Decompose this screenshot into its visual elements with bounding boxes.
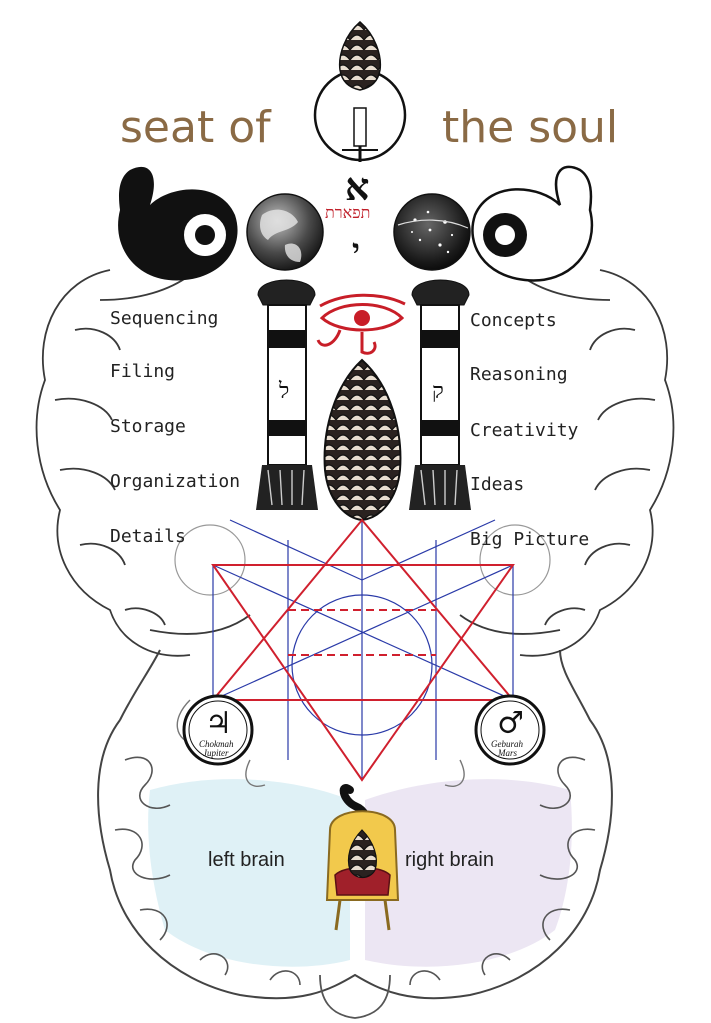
left-function-sequencing: Sequencing	[110, 308, 218, 329]
right-pillar: ק	[409, 279, 471, 510]
right-function-reasoning: Reasoning	[470, 364, 568, 385]
pinecone-icon	[323, 358, 402, 522]
brain-section	[97, 649, 613, 1019]
left-brain-label: left brain	[208, 849, 285, 871]
left-pillar: ל	[256, 279, 318, 510]
right-function-big-picture: Big Picture	[470, 529, 589, 550]
pinecone-icon	[338, 21, 382, 91]
brain-outline	[97, 649, 613, 1000]
left-hemisphere-shading	[148, 779, 350, 967]
jupiter-medallion-line2: Jupiter	[203, 748, 229, 758]
pillar-icon: ל ק	[256, 279, 471, 510]
eye-of-horus-icon	[316, 293, 406, 355]
star-globe-icon	[393, 193, 471, 271]
jupiter-medallion-line1: Chokmah	[199, 739, 234, 749]
mars-medallion-line2: Mars	[497, 748, 517, 758]
right-hemisphere-shading	[365, 779, 572, 967]
jupiter-icon: ♃	[205, 706, 232, 741]
left-function-details: Details	[110, 526, 186, 547]
hebrew-large-letter: א	[345, 164, 369, 209]
right-pillar-letter: ק	[432, 379, 444, 404]
right-function-creativity: Creativity	[470, 420, 579, 441]
right-brain-label: right brain	[405, 849, 494, 871]
metatron-star	[174, 518, 551, 782]
title-right: the soul	[442, 102, 618, 153]
wand-icon	[342, 107, 378, 162]
mars-medallion: ♂ Geburah Mars	[474, 694, 546, 766]
yin-yang-left-icon	[118, 166, 238, 281]
mars-medallion-line1: Geburah	[491, 739, 523, 749]
left-pillar-letter: ל	[278, 379, 289, 404]
mars-icon: ♂	[497, 706, 524, 741]
throne-icon	[325, 784, 400, 931]
left-function-storage: Storage	[110, 416, 186, 437]
brain-gyri-right	[409, 756, 596, 986]
crown-emblem: א תפארת י	[313, 21, 407, 268]
left-function-list: Sequencing Filing Storage Organization D…	[110, 308, 240, 547]
earth-globe-icon	[246, 193, 324, 271]
title-left: seat of	[120, 102, 272, 153]
right-function-ideas: Ideas	[470, 474, 524, 495]
right-function-list: Concepts Reasoning Creativity Ideas Big …	[470, 310, 589, 550]
brain-gyri-left	[114, 756, 301, 986]
hebrew-tiferet: תפארת	[325, 203, 370, 222]
jupiter-medallion: ♃ Chokmah Jupiter	[182, 694, 254, 766]
left-function-organization: Organization	[110, 471, 240, 492]
brainstem	[319, 974, 391, 1019]
left-function-filing: Filing	[110, 361, 175, 382]
right-function-concepts: Concepts	[470, 310, 557, 331]
yin-yang-right-icon	[471, 165, 594, 282]
hebrew-small-letter: י	[352, 233, 360, 268]
